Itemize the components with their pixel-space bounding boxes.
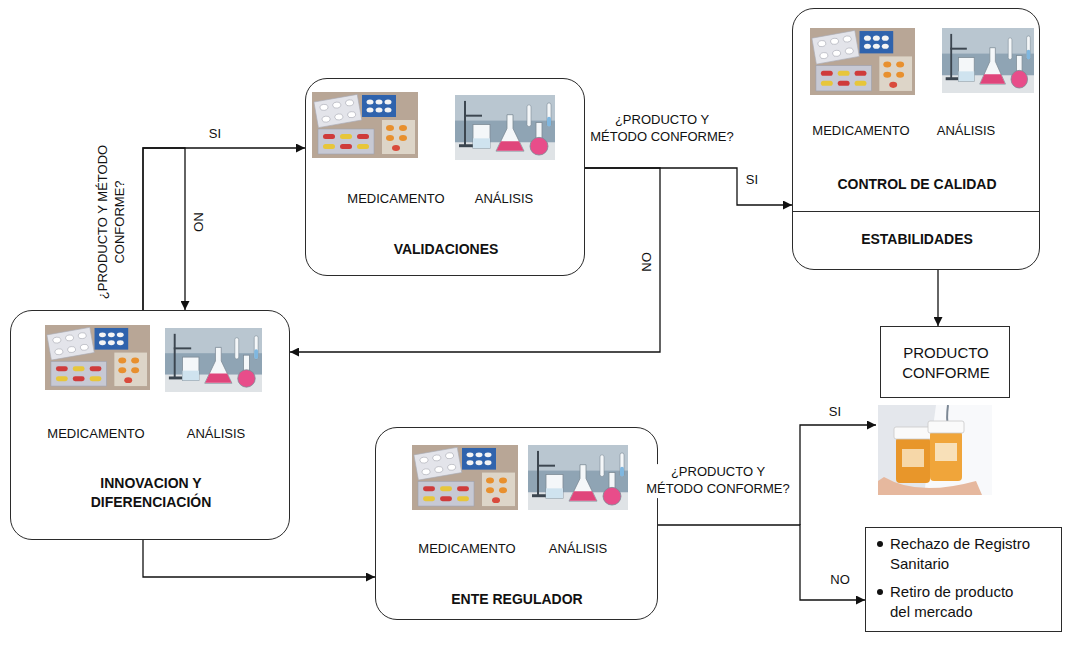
box-title: ESTABILIDADES xyxy=(802,230,1032,249)
box-text: ANÁLISIS xyxy=(459,190,549,208)
medicine-photo xyxy=(45,325,150,390)
flow-arrow xyxy=(658,525,865,600)
decision-question: ¿PRODUCTO Y MÉTODO CONFORME? xyxy=(585,112,739,146)
box-title: CONTROL DE CALIDAD xyxy=(802,175,1032,194)
box-title: ENTE REGULADOR xyxy=(397,590,637,609)
process-box: MEDICAMENTO ANÁLISIS INNOVACION Y DIFERENC… xyxy=(10,310,290,540)
box-text: Rechazo de Registro Sanitario xyxy=(890,534,1033,575)
decision-question: ¿PRODUCTO Y MÉTODO CONFORME? xyxy=(641,464,795,498)
box-text: MEDICAMENTO xyxy=(409,540,525,558)
flow-arrow xyxy=(585,168,792,205)
process-box: MEDICAMENTO ANÁLISIS CONTROL DE CALIDAD EST… xyxy=(792,8,1040,270)
lab-photo xyxy=(942,28,1034,93)
process-box: MEDICAMENTO ANÁLISIS VALIDACIONES xyxy=(305,78,585,276)
box-text: MEDICAMENTO xyxy=(338,190,454,208)
flow-arrow xyxy=(143,540,375,577)
box-text: MEDICAMENTO xyxy=(38,425,154,443)
flow-arrow xyxy=(143,148,305,310)
edge-label: SI xyxy=(744,172,760,189)
outcome-list-box: Rechazo de Registro SanitarioRetiro de p… xyxy=(865,527,1062,632)
flow-arrow xyxy=(290,168,660,352)
list-bullet xyxy=(877,541,883,547)
medicine-photo xyxy=(810,28,915,95)
box-text: ANÁLISIS xyxy=(533,540,623,558)
medicine-photo xyxy=(412,445,518,510)
edge-label: NO xyxy=(639,250,656,274)
box-text: MEDICAMENTO xyxy=(806,122,916,140)
branch-line xyxy=(800,425,876,525)
edge-label: NO xyxy=(828,572,852,589)
list-bullet xyxy=(877,589,883,595)
box-text: PRODUCTO CONFORME xyxy=(886,343,1006,384)
box-title: INNOVACION Y DIFERENCIACIÓN xyxy=(51,474,251,512)
decision-question: ¿PRODUCTO Y MÉTODO CONFORME? xyxy=(95,134,129,310)
lab-photo xyxy=(528,445,628,510)
lab-photo xyxy=(455,95,555,160)
process-box: MEDICAMENTO ANÁLISIS ENTE REGULADOR xyxy=(375,427,658,620)
edge-label: SI xyxy=(207,126,223,143)
flow-arrow xyxy=(143,148,185,310)
result-box: PRODUCTO CONFORME xyxy=(880,326,1010,398)
box-text: ANÁLISIS xyxy=(924,122,1008,140)
box-text: Retiro de producto del mercado xyxy=(890,582,1033,623)
divider-line xyxy=(793,211,1039,212)
medicine-photo xyxy=(312,92,418,158)
lab-photo xyxy=(165,328,262,392)
flow-arrow xyxy=(937,270,938,326)
box-title: VALIDACIONES xyxy=(326,240,566,259)
box-text: ANÁLISIS xyxy=(171,425,261,443)
edge-label: NO xyxy=(190,210,207,234)
branch-label: SI xyxy=(827,404,843,421)
pill-bottles-photo xyxy=(878,405,992,495)
